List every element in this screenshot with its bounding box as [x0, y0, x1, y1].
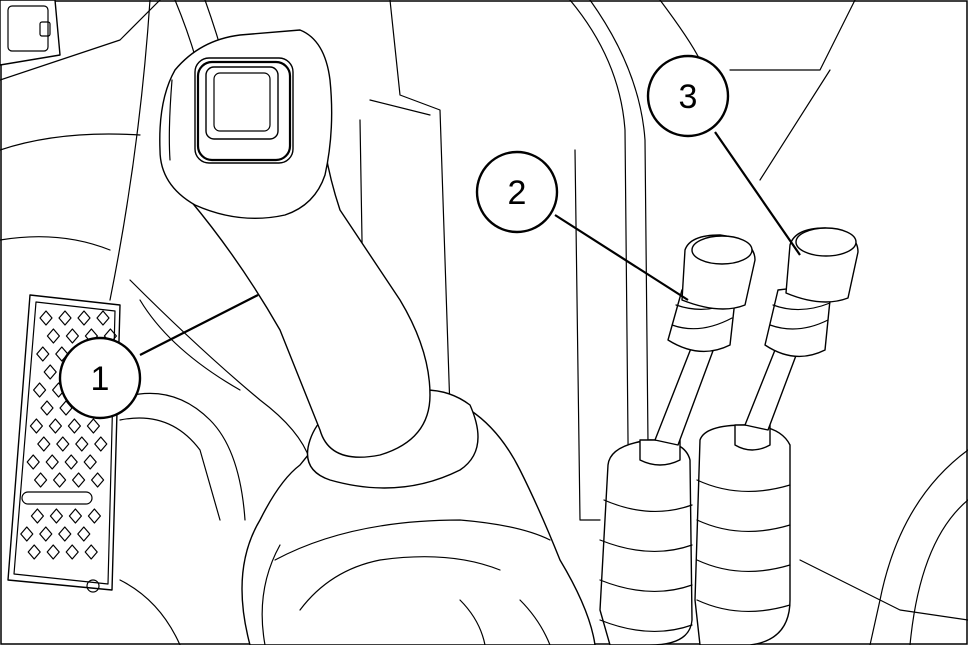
tread-diamond: [26, 454, 40, 470]
tread-diamond: [58, 310, 72, 326]
tread-diamond: [39, 310, 53, 326]
tread-diamond: [30, 508, 44, 524]
tread-diamond: [67, 418, 81, 434]
tread-diamond: [37, 436, 51, 452]
tread-diamond: [46, 328, 60, 344]
leader-line-3: [714, 131, 801, 256]
tread-diamond: [77, 310, 91, 326]
tread-diamond: [86, 418, 100, 434]
callout-label-1: 1: [91, 360, 110, 398]
tread-diamond: [72, 472, 86, 488]
tread-diamond: [65, 544, 79, 560]
tread-diamond: [68, 508, 82, 524]
joystick-lever: [159, 29, 596, 645]
tread-diamond: [29, 418, 43, 434]
tread-diamond: [27, 544, 41, 560]
tread-diamond: [40, 400, 54, 416]
tread-diamond: [33, 382, 47, 398]
tread-diamond: [20, 526, 34, 542]
tread-diamond: [39, 526, 53, 542]
callout-circle-2: [475, 150, 559, 234]
tread-diamond: [84, 544, 98, 560]
tread-diamond: [34, 472, 48, 488]
tread-diamond: [83, 454, 97, 470]
tread-diamond: [36, 346, 50, 362]
tread-diamond: [91, 472, 105, 488]
tread-diamond: [56, 436, 70, 452]
callout-circle-3: [646, 54, 730, 138]
tread-diamond: [75, 436, 89, 452]
small-lever-2: [599, 234, 756, 645]
callout-label-3: 3: [679, 78, 698, 116]
leader-line-1: [139, 294, 259, 356]
tread-diamond: [64, 454, 78, 470]
tread-diamond: [87, 508, 101, 524]
callout-circle-1: [58, 336, 142, 420]
tread-diamond: [77, 526, 91, 542]
tread-diamond: [43, 364, 57, 380]
small-lever-3: [694, 227, 859, 645]
switch-panel: [0, 0, 61, 66]
tread-diamond: [48, 418, 62, 434]
callout-label-2: 2: [508, 174, 527, 212]
callouts: 1 2 3: [58, 54, 801, 420]
tread-diamond: [49, 508, 63, 524]
tread-diamond: [96, 310, 110, 326]
tread-diamond: [58, 526, 72, 542]
tread-diamond: [53, 472, 67, 488]
tread-diamond: [46, 544, 60, 560]
leader-line-2: [554, 214, 689, 301]
tread-diamond: [45, 454, 59, 470]
tread-diamond: [65, 328, 79, 344]
tread-diamond: [94, 436, 108, 452]
